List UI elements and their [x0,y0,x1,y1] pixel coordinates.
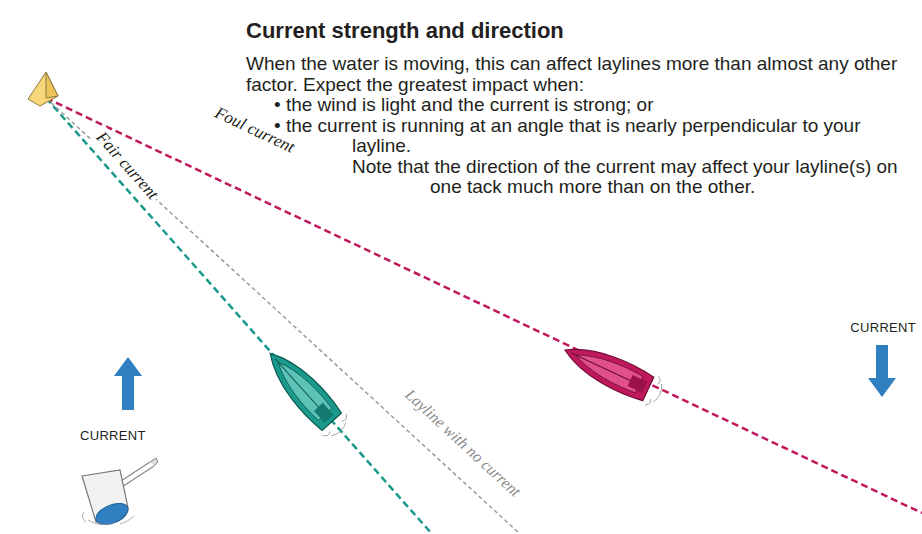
note-paragraph: Note that the direction of the current m… [246,157,914,198]
fair-current-boat [258,343,352,442]
foul-current-line [46,98,922,513]
bullet-item: • the wind is light and the current is s… [246,95,914,116]
current-arrow-down [868,345,896,397]
current-label: CURRENT [850,320,916,335]
line-label: Layline with no current [399,384,526,503]
bullet-item: • the current is running at an angle tha… [246,116,914,157]
diagram-title: Current strength and direction [246,18,564,44]
line-label: Fair current [91,126,164,205]
mark-buoy [28,72,58,106]
bucket-sketch [82,458,158,529]
current-label: CURRENT [80,428,146,443]
current-arrow-up [114,357,142,410]
foul-current-boat [558,336,667,409]
body-text-block: When the water is moving, this can affec… [246,54,914,244]
intro-paragraph: When the water is moving, this can affec… [246,54,914,95]
